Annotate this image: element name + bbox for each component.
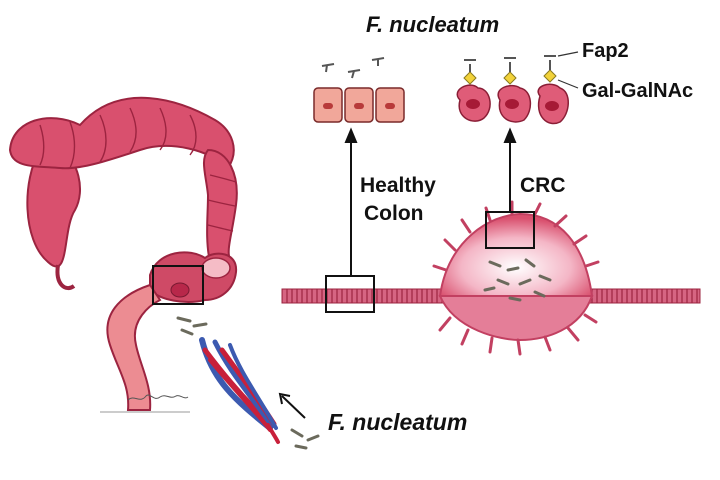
ascending-colon [26, 146, 81, 268]
transverse-colon [8, 96, 235, 170]
bacteria-cluster-colon [176, 316, 208, 336]
arrow-to-bloodstream [278, 392, 306, 419]
blood-vessels [199, 337, 280, 444]
appendix [55, 264, 76, 291]
fap2-label: Fap2 [582, 40, 629, 62]
crc-label: CRC [520, 174, 566, 197]
fap2-bacteria-crc [464, 55, 556, 72]
tumor [432, 200, 600, 356]
healthy-label-line2: Colon [364, 202, 424, 225]
rectum [106, 283, 162, 411]
fap2-bacteria-healthy [321, 57, 385, 79]
label-pointers [557, 51, 579, 89]
arrow-healthy-up [344, 127, 358, 276]
bottom-organism-label: F. nucleatum [328, 409, 468, 435]
colon-polyp [170, 282, 190, 298]
healthy-label-line1: Healthy [360, 174, 436, 197]
top-organism-label: F. nucleatum [366, 12, 500, 37]
colon-illustration [8, 96, 238, 413]
sigmoid-lumen [201, 257, 231, 279]
crc-cells [456, 83, 569, 125]
colon-zoom-box [152, 265, 204, 305]
bacteria-cluster-blood [290, 428, 320, 450]
gal-galnac-receptors [463, 69, 557, 85]
arrow-crc-up [503, 127, 517, 212]
gal-galnac-label: Gal-GalNAc [582, 80, 694, 102]
healthy-cells [313, 87, 405, 123]
artist-signature [127, 394, 189, 401]
